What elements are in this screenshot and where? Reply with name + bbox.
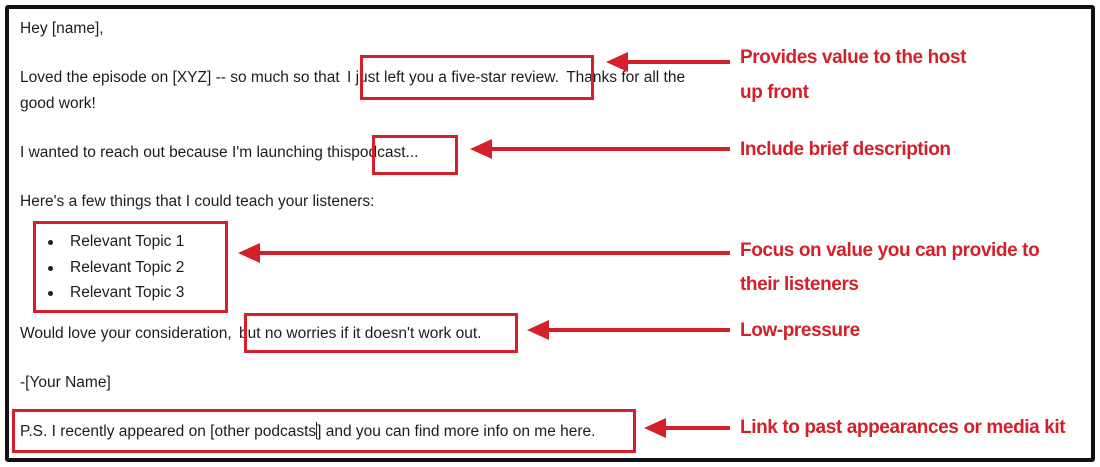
annotation-listeners-line-1: Focus on value you can provide to — [740, 240, 1040, 261]
text-cursor — [316, 422, 318, 439]
highlight-box-no-worries — [244, 313, 518, 353]
ps-text-end: ] and you can find more info on me here. — [317, 423, 596, 440]
bullet-dot — [48, 240, 53, 245]
topic-item-1: Relevant Topic 1 — [70, 233, 185, 250]
ps-text: P.S. I recently appeared on [other podca… — [20, 423, 317, 440]
annotation-value-line-2: up front — [740, 82, 809, 103]
ps-line: P.S. I recently appeared on [other podca… — [20, 422, 595, 442]
annotation-appearances: Link to past appearances or media kit — [740, 417, 1066, 438]
paragraph-1-text: Loved the episode on [XYZ] -- so much so… — [20, 69, 340, 86]
annotation-description: Include brief description — [740, 139, 951, 160]
bullet-dot — [48, 291, 53, 296]
email-frame — [5, 5, 1095, 462]
podcast-text: podcast... — [351, 144, 419, 161]
highlight-box-ps — [12, 409, 636, 453]
paragraph-4-text: Would love your consideration, — [20, 325, 232, 342]
annotation-low-pressure: Low-pressure — [740, 320, 860, 341]
highlight-box-podcast — [372, 135, 458, 175]
bullet-dot — [48, 266, 53, 271]
topic-item-2: Relevant Topic 2 — [70, 259, 185, 276]
thanks-text: Thanks for all the — [566, 69, 686, 86]
highlight-box-review — [360, 55, 594, 100]
annotation-value-line-1: Provides value to the host — [740, 47, 967, 68]
no-worries-text: but no worries if it doesn't work out. — [238, 325, 482, 342]
topic-item-3: Relevant Topic 3 — [70, 284, 185, 301]
paragraph-1: Loved the episode on [XYZ] -- so much so… — [20, 68, 685, 88]
signoff-text: -[Your Name] — [20, 374, 111, 391]
paragraph-4: Would love your consideration, but no wo… — [20, 324, 481, 344]
paragraph-1-line-2: good work! — [20, 95, 96, 112]
greeting-text: Hey [name], — [20, 20, 104, 37]
highlight-box-topics — [33, 221, 228, 313]
five-star-review-text: I just left you a five-star review. — [346, 69, 559, 86]
paragraph-2-text: I wanted to reach out because I'm launch… — [20, 144, 352, 161]
annotation-listeners-line-2: their listeners — [740, 274, 859, 295]
paragraph-3: Here's a few things that I could teach y… — [20, 193, 375, 210]
paragraph-2: I wanted to reach out because I'm launch… — [20, 143, 418, 163]
